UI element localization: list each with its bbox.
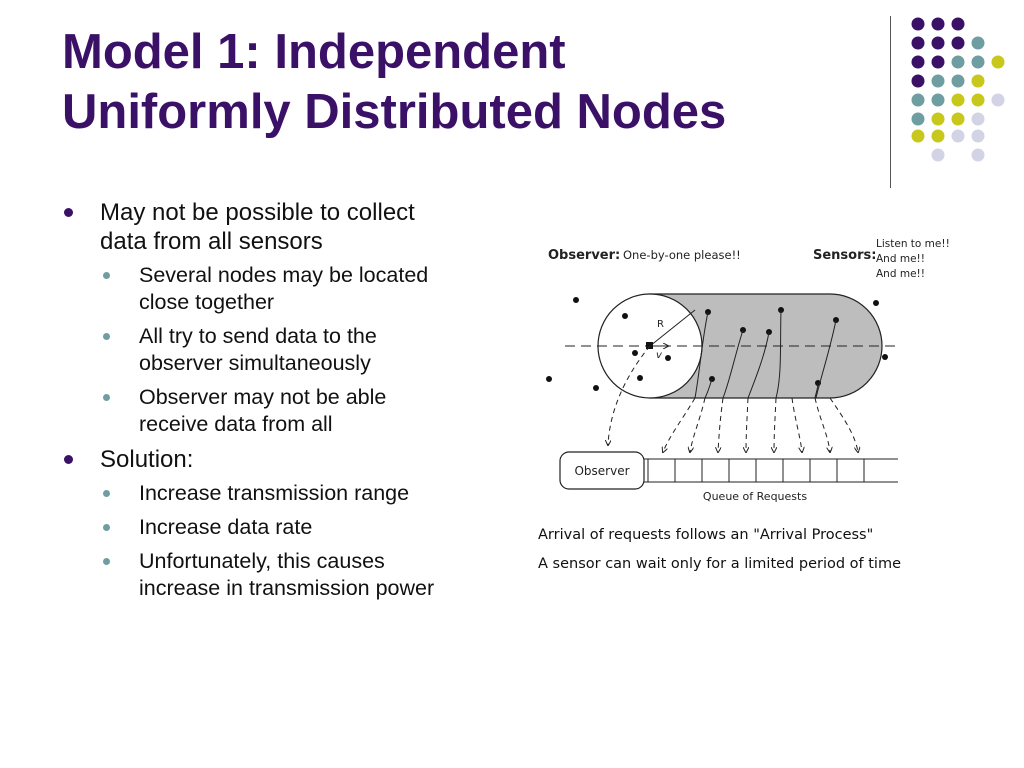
sensor-quote: And me!!: [876, 268, 925, 280]
sub-bullet-text: All try to send data to the: [139, 324, 377, 348]
deco-dot: [931, 93, 945, 107]
sensor-node: [573, 297, 579, 303]
sub-bullet-dot-icon: [103, 524, 110, 531]
bullet-text: May not be possible to collect: [100, 199, 415, 226]
sub-bullet-text: observer simultaneously: [139, 351, 371, 375]
radius-line: [649, 309, 696, 347]
bullet-item: May not be possible to collect data from…: [62, 198, 522, 256]
decorative-divider: [890, 16, 891, 188]
deco-dot: [971, 36, 985, 50]
title-line-1: Model 1: Independent: [62, 25, 566, 79]
bullet-item: Solution:: [62, 445, 522, 474]
deco-dot: [971, 129, 985, 143]
deco-dot: [911, 36, 925, 50]
deco-dot: [931, 55, 945, 69]
queue-label: Queue of Requests: [703, 490, 807, 503]
sub-bullet-dot-icon: [103, 394, 110, 401]
request-curves: [694, 309, 837, 399]
bullet-text: Solution:: [100, 446, 194, 473]
deco-dot: [911, 112, 925, 126]
title-line-2: Uniformly Distributed Nodes: [62, 85, 727, 139]
deco-dot: [971, 74, 985, 88]
sub-bullet-text: Increase transmission range: [139, 481, 410, 505]
deco-dot: [971, 55, 985, 69]
sensor-node: [882, 354, 888, 360]
sensors-header-label: Sensors:: [813, 248, 876, 263]
deco-dot: [951, 74, 965, 88]
deco-dot: [911, 55, 925, 69]
deco-dot: [971, 148, 985, 162]
deco-dot: [931, 148, 945, 162]
sensor-quote: Listen to me!!: [876, 238, 950, 250]
caption-line-1: Arrival of requests follows an "Arrival …: [538, 527, 873, 543]
deco-dot: [911, 129, 925, 143]
sub-bullet-text: Observer may not be able: [139, 385, 387, 409]
bullet-dot-icon: [64, 455, 73, 464]
slide-title: Model 1: Independent Uniformly Distribut…: [62, 22, 862, 142]
sub-bullet-text: Several nodes may be located: [139, 263, 429, 287]
bullet-list: May not be possible to collect data from…: [62, 198, 522, 609]
deco-dot: [951, 55, 965, 69]
request-arrows: [608, 345, 858, 452]
bullet-dot-icon: [64, 208, 73, 217]
observer-quote: One-by-one please!!: [623, 248, 741, 262]
observer-header-label: Observer:: [548, 248, 620, 263]
sub-bullet-item: Observer may not be able receive data fr…: [62, 384, 522, 438]
velocity-label: v: [656, 350, 663, 361]
deco-dot: [951, 129, 965, 143]
deco-dot: [911, 93, 925, 107]
sub-bullet-text: receive data from all: [139, 412, 333, 436]
caption-line-2: A sensor can wait only for a limited per…: [538, 556, 901, 572]
deco-dot: [951, 93, 965, 107]
sensor-node: [622, 313, 628, 319]
sensor-quote: And me!!: [876, 253, 925, 265]
sensor-node: [637, 375, 643, 381]
sub-bullet-dot-icon: [103, 490, 110, 497]
observer-box-label: Observer: [574, 464, 629, 478]
sub-bullet-text: Unfortunately, this causes: [139, 549, 385, 573]
sensor-node: [546, 376, 552, 382]
bullet-text: data from all sensors: [100, 228, 323, 255]
deco-dot: [971, 112, 985, 126]
sensor-node: [593, 385, 599, 391]
deco-dot: [931, 36, 945, 50]
sub-bullet-text: close together: [139, 290, 275, 314]
sub-bullet-dot-icon: [103, 333, 110, 340]
observer-marker: [646, 342, 653, 349]
observer-diagram: Observer: One-by-one please!! Sensors: L…: [538, 238, 950, 572]
sub-bullet-text: Increase data rate: [139, 515, 313, 539]
sub-bullet-item: All try to send data to the observer sim…: [62, 323, 522, 377]
sensor-node: [873, 300, 879, 306]
deco-dot: [931, 112, 945, 126]
sub-bullet-item: Unfortunately, this causes increase in t…: [62, 548, 522, 602]
deco-dot: [911, 17, 925, 31]
deco-dot: [951, 36, 965, 50]
deco-dot: [951, 17, 965, 31]
deco-dot: [991, 93, 1005, 107]
sub-bullet-item: Increase transmission range: [62, 480, 522, 507]
sub-bullet-item: Several nodes may be located close toget…: [62, 262, 522, 316]
deco-dot: [991, 55, 1005, 69]
sub-bullet-dot-icon: [103, 558, 110, 565]
deco-dot: [951, 112, 965, 126]
deco-dot: [911, 74, 925, 88]
radius-label: R: [657, 319, 664, 330]
sensor-node: [665, 355, 671, 361]
queue: [644, 458, 898, 483]
deco-dot: [931, 74, 945, 88]
deco-dot: [931, 17, 945, 31]
sub-bullet-dot-icon: [103, 272, 110, 279]
observer-box: [559, 451, 645, 490]
sub-bullet-text: increase in transmission power: [139, 576, 435, 600]
decorative-dot-grid: [911, 17, 1005, 162]
deco-dot: [931, 129, 945, 143]
deco-dot: [971, 93, 985, 107]
sub-bullet-item: Increase data rate: [62, 514, 522, 541]
sensor-node: [632, 350, 638, 356]
